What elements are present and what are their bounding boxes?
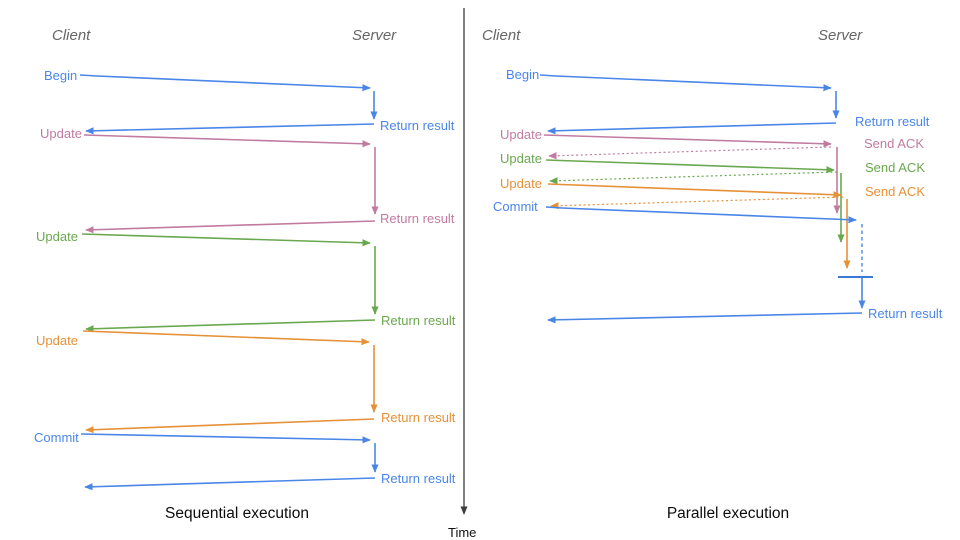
message-label: Commit <box>34 430 79 445</box>
parallel-caption: Parallel execution <box>667 505 789 522</box>
message-label: Update <box>500 151 542 166</box>
response-label: Return result <box>868 306 943 321</box>
sequential-step-update-2: Update Return result <box>36 229 456 333</box>
response-label: Return result <box>380 211 455 226</box>
response-label: Return result <box>855 114 930 129</box>
sequential-client-lane-label: Client <box>52 27 91 44</box>
parallel-step-begin: Begin Return result <box>506 67 930 135</box>
message-label: Begin <box>506 67 539 82</box>
message-label: Update <box>500 127 542 142</box>
message-label: Begin <box>44 68 77 83</box>
parallel-panel: Client Server Begin Return result Update… <box>482 27 943 522</box>
sequential-panel: Client Server Begin Return result Update… <box>34 27 456 522</box>
parallel-server-lane-label: Server <box>818 27 863 44</box>
response-label: Return result <box>380 118 455 133</box>
sequential-caption: Sequential execution <box>165 505 309 522</box>
message-label: Update <box>40 126 82 141</box>
ack-label: Send ACK <box>865 184 925 199</box>
sequential-server-lane-label: Server <box>352 27 397 44</box>
ack-label: Send ACK <box>864 136 924 151</box>
sequential-step-begin: Begin Return result <box>44 68 455 135</box>
message-label: Update <box>36 229 78 244</box>
message-label: Update <box>36 333 78 348</box>
parallel-step-update-1: Update Send ACK <box>500 127 924 214</box>
parallel-step-commit: Commit Return result <box>493 199 943 324</box>
time-axis: Time <box>448 8 476 540</box>
response-label: Return result <box>381 313 456 328</box>
ack-label: Send ACK <box>865 160 925 175</box>
response-label: Return result <box>381 471 456 486</box>
sequential-step-update-3: Update Return result <box>36 330 456 434</box>
response-label: Return result <box>381 410 456 425</box>
parallel-client-lane-label: Client <box>482 27 521 44</box>
message-label: Commit <box>493 199 538 214</box>
sequential-step-commit: Commit Return result <box>34 430 456 491</box>
parallel-step-update-2: Update Send ACK <box>500 151 925 243</box>
parallel-step-update-3: Update Send ACK <box>500 176 925 269</box>
message-label: Update <box>500 176 542 191</box>
sequential-step-update-1: Update Return result <box>40 126 455 234</box>
time-axis-label: Time <box>448 525 476 540</box>
